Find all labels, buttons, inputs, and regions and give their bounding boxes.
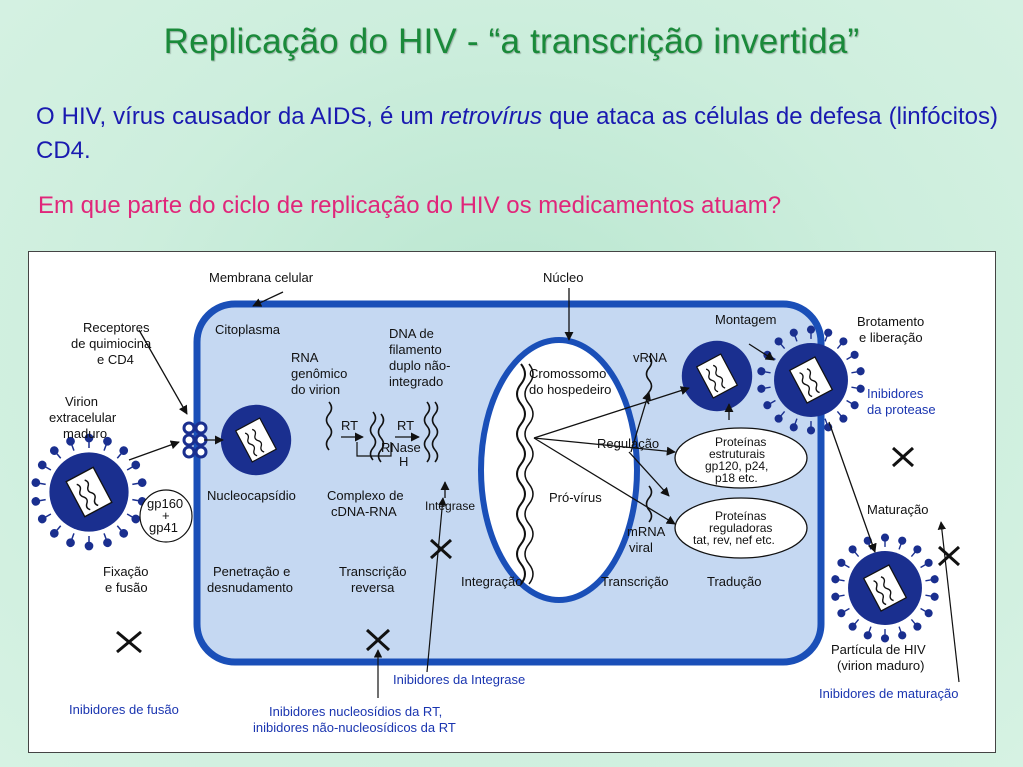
- label-maturacao: Maturação: [867, 502, 928, 517]
- label-membrana: Membrana celular: [209, 270, 314, 285]
- slide-title: Replicação do HIV - “a transcrição inver…: [163, 22, 860, 61]
- inhibitor-pointers: [373, 497, 960, 698]
- rnase-bracket: [356, 442, 392, 457]
- label-reguladoras-1: Proteínas: [715, 509, 766, 523]
- label-estruturais-2: estruturais: [709, 447, 765, 461]
- label-virion-1: Virion: [65, 394, 98, 409]
- regulatory-proteins-ellipse: [674, 497, 808, 559]
- intro-emphasis: retrovírus: [440, 103, 543, 130]
- receptors: [182, 421, 208, 459]
- intro-part-2: que ataca as células de defesa (linfócit…: [36, 103, 998, 164]
- label-cromossomo-1: Cromossomo: [529, 366, 606, 381]
- label-virion-3: maduro: [63, 426, 107, 441]
- inhibitor-labels: Inibidores da protease Inibidores da Int…: [69, 386, 958, 735]
- label-inib-protease-2: da protease: [867, 402, 936, 417]
- extracellular-virion: [32, 434, 147, 549]
- label-complexo-2: cDNA-RNA: [331, 504, 397, 519]
- label-inib-fusao: Inibidores de fusão: [69, 702, 179, 717]
- label-inib-maturacao: Inibidores de maturação: [819, 686, 958, 701]
- label-inib-rt-2: inibidores não-nucleosídicos da RT: [253, 720, 456, 735]
- label-transcricao-reversa-1: Transcrição: [339, 564, 406, 579]
- label-rt-2: RT: [397, 418, 414, 433]
- label-reguladoras-2: reguladoras: [709, 521, 772, 535]
- intro-text: O HIV, vírus causador da AIDS, é um retr…: [36, 100, 998, 168]
- label-integrase: Integrase: [425, 499, 475, 513]
- hiv-replication-diagram: Membrana celular Núcleo Citoplasma Recep…: [28, 251, 996, 753]
- label-brotamento-1: Brotamento: [857, 314, 924, 329]
- label-citoplasma: Citoplasma: [215, 322, 281, 337]
- label-vrna: vRNA: [633, 350, 667, 365]
- label-inib-integrase: Inibidores da Integrase: [393, 672, 525, 687]
- label-brotamento-2: e liberação: [859, 330, 923, 345]
- label-penetracao-2: desnudamento: [207, 580, 293, 595]
- label-rnase-1: RNase: [381, 440, 421, 455]
- label-rt-1: RT: [341, 418, 358, 433]
- label-receptores-3: e CD4: [97, 352, 134, 367]
- label-complexo-1: Complexo de: [327, 488, 404, 503]
- gp-circle: [139, 489, 193, 543]
- label-montagem: Montagem: [715, 312, 776, 327]
- label-gp-1: gp160: [147, 496, 183, 511]
- label-rnase-2: H: [399, 454, 408, 469]
- label-regulacao: Regulação: [597, 436, 659, 451]
- label-inib-rt-1: Inibidores nucleosídios da RT,: [269, 704, 442, 719]
- label-estruturais-1: Proteínas: [715, 435, 766, 449]
- inhibition-marks: [116, 446, 961, 654]
- host-chromosome: [516, 363, 526, 585]
- label-rna-3: do virion: [291, 382, 340, 397]
- label-fixacao-2: e fusão: [105, 580, 148, 595]
- label-traducao: Tradução: [707, 574, 761, 589]
- label-virion-2: extracelular: [49, 410, 117, 425]
- nucleus: [478, 337, 640, 603]
- diagram-canvas: Membrana celular Núcleo Citoplasma Recep…: [29, 270, 961, 735]
- label-gp-2: +: [162, 508, 170, 523]
- label-penetracao-1: Penetração e: [213, 564, 290, 579]
- nucleocapsid: [220, 404, 292, 476]
- label-provirus: Pró-vírus: [549, 490, 602, 505]
- assembly-virus: [681, 340, 753, 412]
- label-rna-1: RNA: [291, 350, 319, 365]
- label-dna-4: integrado: [389, 374, 443, 389]
- label-estruturais-4: p18 etc.: [715, 471, 758, 485]
- label-mrna-1: mRNA: [627, 524, 666, 539]
- label-gp-3: gp41: [149, 520, 178, 535]
- label-particula-2: (virion maduro): [837, 658, 924, 673]
- label-dna-1: DNA de: [389, 326, 434, 341]
- label-transcricao: Transcrição: [601, 574, 668, 589]
- label-integracao: Integração: [461, 574, 522, 589]
- label-reguladoras-3: tat, rev, nef etc.: [693, 533, 775, 547]
- label-receptores-2: de quimiocina: [71, 336, 152, 351]
- label-dna-2: filamento: [389, 342, 442, 357]
- flow-arrows: [128, 288, 877, 553]
- label-particula-1: Partícula de HIV: [831, 642, 926, 657]
- label-inib-protease-1: Inibidores: [867, 386, 924, 401]
- structural-proteins-ellipse: [674, 427, 808, 489]
- label-dna-3: duplo não-: [389, 358, 450, 373]
- rna-strands: [325, 355, 653, 523]
- label-nucleo: Núcleo: [543, 270, 583, 285]
- label-estruturais-3: gp120, p24,: [705, 459, 768, 473]
- label-fixacao-1: Fixação: [103, 564, 149, 579]
- label-receptores-1: Receptores: [83, 320, 150, 335]
- diagram-labels: Membrana celular Núcleo Citoplasma Recep…: [49, 270, 928, 673]
- label-cromossomo-2: do hospedeiro: [529, 382, 611, 397]
- question-text: Em que parte do ciclo de replicação do H…: [38, 192, 782, 219]
- label-nucleocapsidio: Nucleocapsídio: [207, 488, 296, 503]
- intro-part-1: O HIV, vírus causador da AIDS, é um: [36, 103, 441, 130]
- label-mrna-2: viral: [629, 540, 653, 555]
- label-rna-2: genômico: [291, 366, 347, 381]
- mature-particle: [831, 534, 938, 642]
- label-transcricao-reversa-2: reversa: [351, 580, 395, 595]
